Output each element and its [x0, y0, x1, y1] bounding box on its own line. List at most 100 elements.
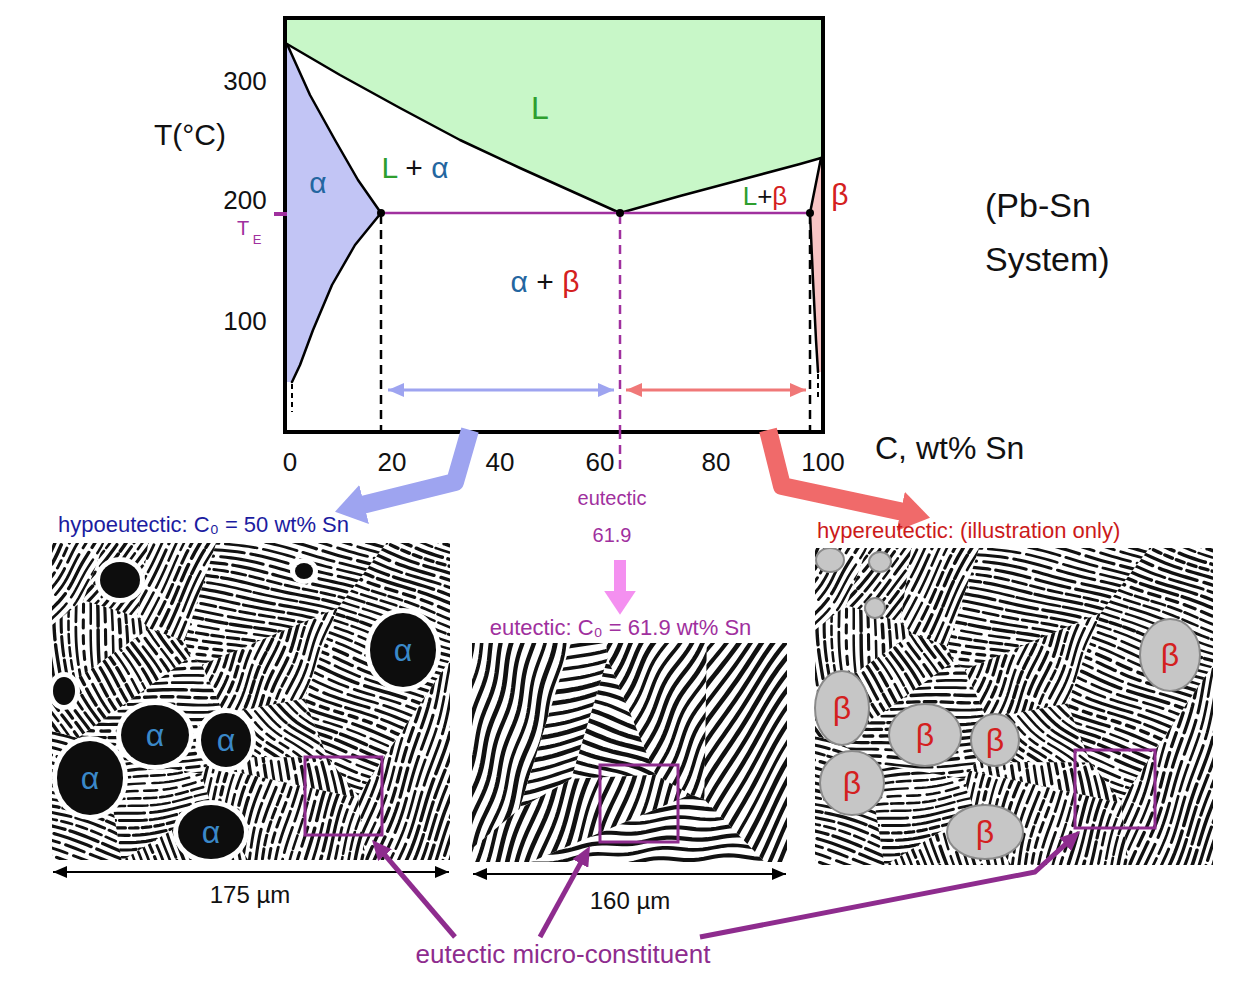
- lamella: [263, 637, 371, 726]
- lamella: [935, 548, 949, 729]
- eutectic-colony: [179, 632, 376, 830]
- text-part: +: [757, 181, 772, 211]
- lamella: [722, 643, 787, 862]
- lamella: [527, 643, 606, 862]
- lamella: [189, 546, 264, 704]
- lamella: [1108, 706, 1196, 865]
- lamella: [188, 588, 450, 725]
- lamella: [151, 543, 165, 725]
- label-slot: T: [237, 217, 249, 240]
- scale-label: 175 µm: [210, 881, 291, 909]
- lamella: [815, 852, 938, 865]
- composition-line: [380, 215, 383, 430]
- lamella: [193, 575, 450, 711]
- text-slot: β: [986, 724, 1004, 756]
- text-slot: L + α: [381, 153, 448, 183]
- region-fill: [287, 213, 821, 430]
- lamella: [612, 643, 704, 808]
- tick-label: 0: [283, 448, 297, 478]
- phase-boundary: [287, 44, 381, 213]
- lamella: [1026, 642, 1134, 731]
- solvus-extension: [817, 374, 819, 398]
- text-slot: α: [217, 724, 236, 756]
- invariant-point: [616, 209, 624, 217]
- lamella: [943, 548, 957, 728]
- phase-label: α: [202, 816, 221, 848]
- hypereutectic-range: [626, 389, 806, 392]
- leader-line: [540, 863, 581, 937]
- phase-label: α: [394, 634, 413, 666]
- phase-region-shape: [287, 20, 821, 213]
- label-slot: 80: [702, 448, 731, 478]
- tick-label: 100: [223, 307, 266, 337]
- eutectic-colony: [533, 643, 787, 861]
- phase-boundary: [292, 213, 381, 382]
- lamella: [52, 827, 182, 860]
- arrow-shaft: [363, 430, 470, 505]
- lamella: [893, 548, 908, 732]
- phase-region-shape: [287, 213, 821, 430]
- axis-title: C, wt% Sn: [875, 430, 1024, 467]
- lamella: [52, 543, 85, 614]
- lamella: [815, 579, 934, 774]
- alpha-grain: α: [121, 705, 189, 765]
- lamella: [240, 665, 327, 860]
- lamella: [282, 678, 365, 860]
- lamella: [965, 554, 1213, 692]
- lamella: [957, 548, 972, 727]
- lamella: [1115, 709, 1203, 865]
- lamella: [1017, 674, 1103, 865]
- lamella: [550, 643, 644, 777]
- lamella: [52, 543, 68, 603]
- eutectic-composition-line: [619, 215, 622, 430]
- lamella: [921, 548, 935, 730]
- label-slot: 100: [801, 448, 844, 478]
- phase-boundary: [810, 158, 821, 213]
- lamella: [202, 552, 276, 711]
- lamella: [52, 841, 177, 860]
- lamella: [815, 751, 969, 821]
- phase-boundary: [810, 213, 818, 372]
- lamella: [879, 548, 895, 733]
- lamella: [249, 654, 357, 743]
- grain: [100, 562, 140, 598]
- lamella: [52, 847, 175, 860]
- beta-grain: β: [889, 704, 961, 766]
- tick-label: 60: [586, 448, 615, 478]
- beta-grain: β: [815, 671, 869, 745]
- lamella: [963, 561, 1213, 698]
- lamella: [254, 669, 340, 860]
- phase-label: β: [1161, 639, 1179, 671]
- lamella: [698, 715, 787, 862]
- flow-arrow: [620, 430, 621, 592]
- text-slot: eutectic: C₀ = 61.9 wt% Sn: [490, 615, 752, 640]
- lamella: [1016, 654, 1124, 743]
- phase-region-shape: [287, 44, 381, 382]
- lamella: [1030, 637, 1138, 726]
- region-fill: [287, 44, 381, 382]
- hypoeutectic-range: [388, 389, 614, 392]
- lamella: [559, 643, 634, 862]
- lamella: [301, 685, 385, 860]
- label-slot: E: [253, 233, 262, 248]
- lamella: [127, 751, 450, 860]
- lamella: [921, 672, 1213, 810]
- micrograph-panel: hypereutectic: (illustration only)ββββββ: [815, 518, 1213, 865]
- label-slot: 175 µm: [210, 881, 291, 909]
- lamella: [898, 584, 976, 675]
- grain: [295, 563, 313, 579]
- micrograph-heading: eutectic: C₀ = 61.9 wt% Sn: [490, 615, 752, 640]
- micrograph-panel: hypoeutectic: C₀ = 50 wt% Snααααα: [52, 512, 450, 860]
- text-part: L: [743, 181, 757, 211]
- lamella: [569, 643, 644, 862]
- lamella: [149, 543, 271, 705]
- lamella: [890, 756, 1213, 865]
- lamella: [268, 674, 352, 860]
- lamella: [700, 665, 787, 852]
- grain-halo: [116, 700, 194, 770]
- lamella: [66, 543, 142, 613]
- leader-line: [815, 844, 1066, 865]
- grain: [889, 704, 961, 766]
- grain: [178, 805, 244, 859]
- text-slot: β: [976, 816, 994, 848]
